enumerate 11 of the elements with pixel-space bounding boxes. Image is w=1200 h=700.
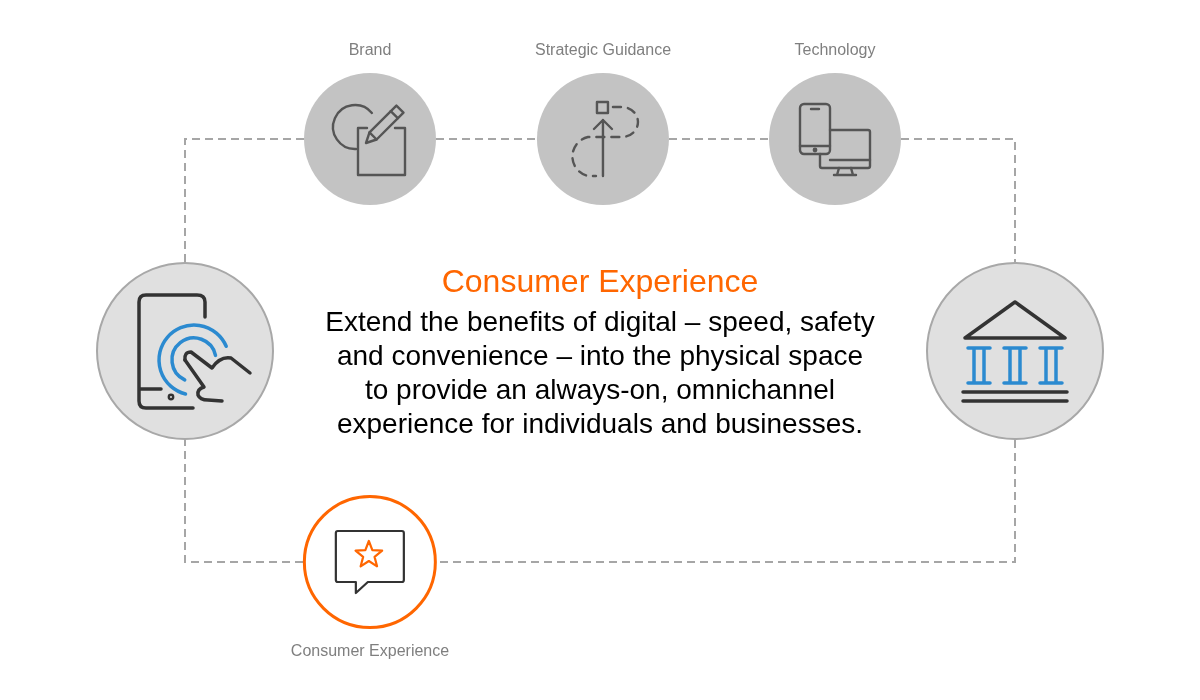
dashed-connector: [668, 138, 770, 140]
dashed-connector: [184, 439, 304, 563]
diagram-title: Consumer Experience: [441, 263, 759, 299]
node-label: Consumer Experience: [290, 641, 450, 661]
dashed-connector: [184, 138, 305, 263]
dashed-connector: [435, 138, 538, 140]
node-label: Strategic Guidance: [534, 40, 672, 60]
node-label: Technology: [794, 40, 876, 60]
dashed-connector: [900, 138, 1016, 263]
description-text: Extend the benefits of digital – speed, safety and convenience – into the physical space to provide an always-on, omnichannel experience for individuals and businesses.: [324, 305, 876, 441]
node-label: Brand: [348, 40, 392, 60]
